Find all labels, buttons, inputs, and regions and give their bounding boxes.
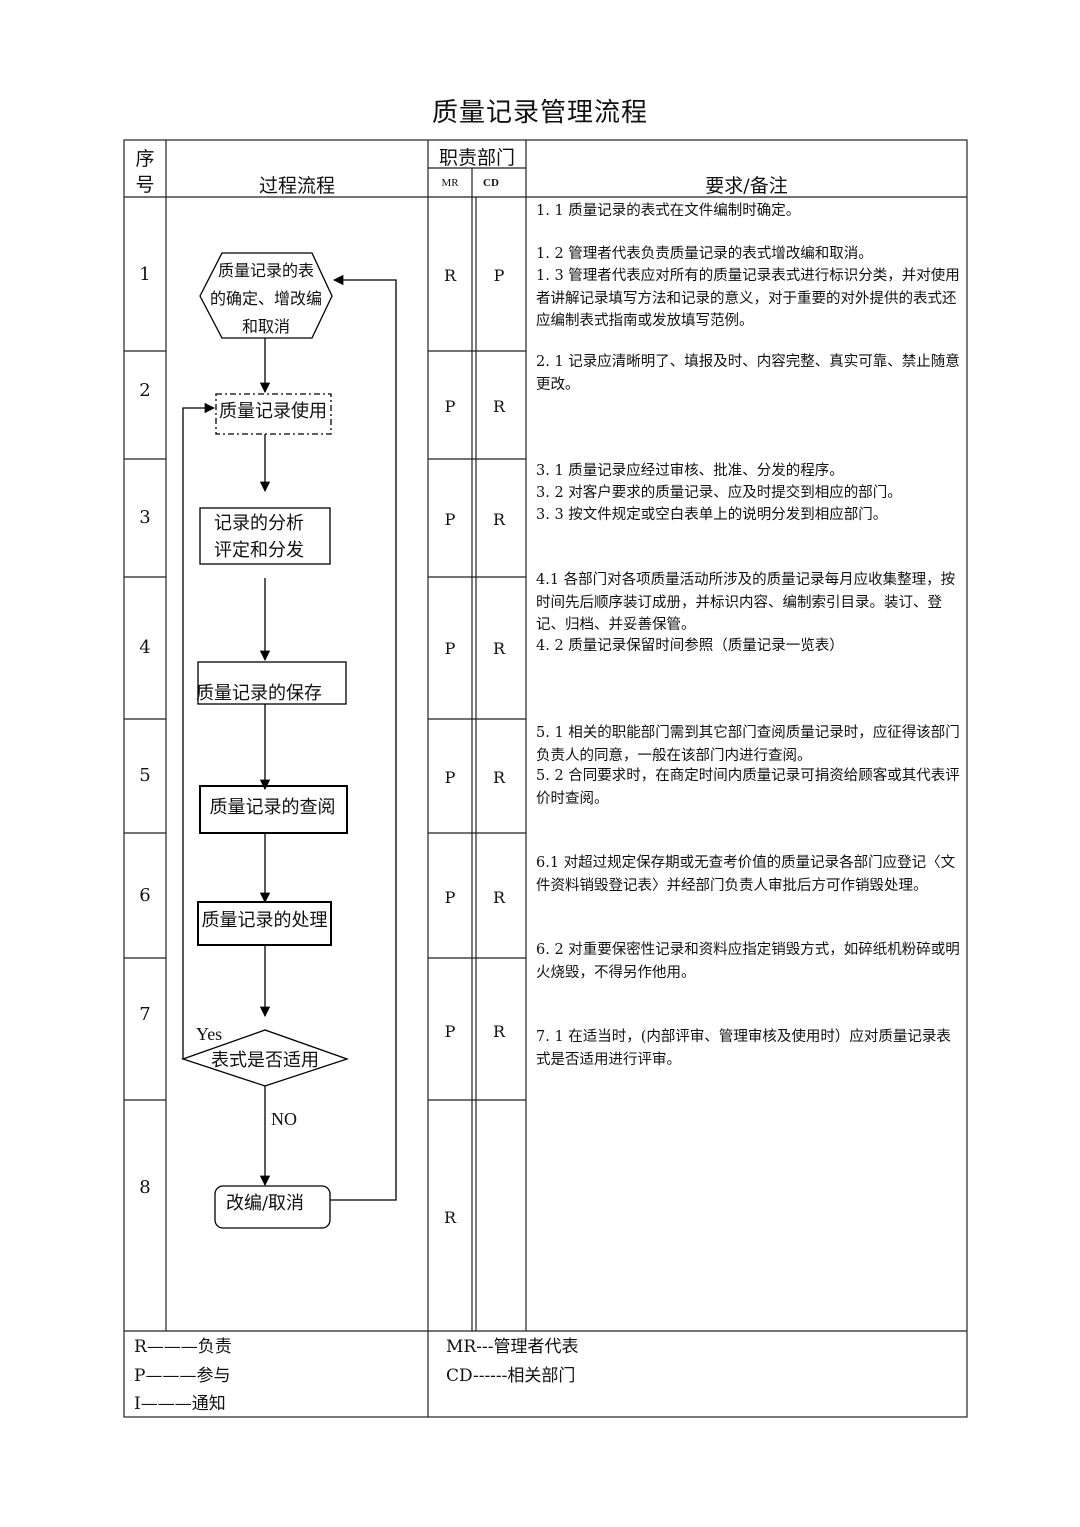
row-3-mr: P xyxy=(444,510,456,529)
row-6-num: 6 xyxy=(139,885,151,906)
note-4-2: 4. 2 质量记录保留时间参照（质量记录一览表） xyxy=(536,638,844,654)
node-1-label: 质量记录的表 的确定、增改编 和取消 xyxy=(200,257,332,341)
node-4-box xyxy=(197,661,347,705)
yes-label: Yes xyxy=(196,1024,223,1044)
row-5-cd: R xyxy=(492,768,506,787)
node-3-line-2: 评定和分发 xyxy=(214,540,304,561)
row-5-mr: P xyxy=(444,768,456,787)
row-1-num: 1 xyxy=(139,264,151,285)
row-8-num: 8 xyxy=(139,1177,151,1198)
note-3-3: 3. 3 按文件规定或空白表单上的说明分发到相应部门。 xyxy=(536,507,888,523)
node-6-box xyxy=(197,901,332,946)
row-2-cd: R xyxy=(492,397,506,416)
legend-left: R———负责 P———参与 I———通知 xyxy=(134,1333,232,1419)
note-6-2: 6. 2 对重要保密性记录和资料应指定销毁方式，如碎纸机粉碎或明火烧毁，不得另作… xyxy=(536,942,960,981)
row-6-mr: P xyxy=(444,888,456,907)
row-5-num: 5 xyxy=(139,765,151,786)
node-7-label: 表式是否适用 xyxy=(211,1050,319,1071)
row-3-cd: R xyxy=(492,510,506,529)
row-7-num: 7 xyxy=(139,1004,151,1025)
header-mr: MR xyxy=(441,177,459,189)
note-1-1: 1. 1 质量记录的表式在文件编制时确定。 xyxy=(536,203,801,219)
header-cd: CD xyxy=(483,177,499,189)
header-seq-bottom: 号 xyxy=(135,174,155,196)
note-1-3: 1. 3 管理者代表应对所有的质量记录表式进行标识分类，并对使用者讲解记录填写方… xyxy=(536,268,960,329)
node-1-line-2: 的确定、增改编 xyxy=(209,289,322,308)
header-seq-top: 序 xyxy=(135,148,155,170)
legend-right: MR---管理者代表 CD------相关部门 xyxy=(446,1333,578,1390)
note-3-2: 3. 2 对客户要求的质量记录、应及时提交到相应的部门。 xyxy=(536,485,902,501)
arrow-yes-loop xyxy=(182,402,216,1059)
node-8-box xyxy=(214,1185,331,1229)
row-1-mr: R xyxy=(443,266,457,285)
node-3-box xyxy=(199,507,331,565)
legend-p: P———参与 xyxy=(134,1365,231,1386)
legend-r: R———负责 xyxy=(134,1337,232,1357)
row-3-num: 3 xyxy=(139,507,151,528)
header-process: 过程流程 xyxy=(258,175,335,197)
row-7-cd: R xyxy=(492,1022,506,1041)
note-3-1: 3. 1 质量记录应经过审核、批准、分发的程序。 xyxy=(536,463,844,479)
legend-mr: MR---管理者代表 xyxy=(446,1337,579,1357)
note-6-1: 6.1 对超过规定保存期或无查考价值的质量记录各部门应登记〈文件资料销毁登记表〉… xyxy=(536,855,956,894)
node-3-line-1: 记录的分析 xyxy=(214,513,304,534)
node-5-box xyxy=(199,785,348,834)
note-7-1: 7. 1 在适当时，(内部评审、管理审核及使用时）应对质量记录表式是否适用进行评… xyxy=(536,1029,951,1068)
node-1-hexagon xyxy=(199,252,333,339)
legend-cd: CD------相关部门 xyxy=(446,1365,576,1386)
node-2-label: 质量记录使用 xyxy=(219,401,327,422)
node-6-label: 质量记录的处理 xyxy=(201,910,328,931)
note-1-2: 1. 2 管理者代表负责质量记录的表式增改编和取消。 xyxy=(536,246,873,262)
arrow-return-loop xyxy=(330,274,397,1201)
row-1-cd: P xyxy=(493,266,505,285)
note-5-1: 5. 1 相关的职能部门需到其它部门查阅质量记录时，应征得该部门负责人的同意，一… xyxy=(536,725,960,764)
row-2-num: 2 xyxy=(139,380,151,401)
header-dept: 职责部门 xyxy=(438,147,515,169)
node-2-box xyxy=(215,393,332,435)
row-2-mr: P xyxy=(444,397,456,416)
node-1-line-1: 质量记录的表 xyxy=(217,261,314,280)
node-8-label: 改编/取消 xyxy=(225,1193,305,1214)
row-8-mr: R xyxy=(443,1208,457,1227)
node-5-label: 质量记录的查阅 xyxy=(209,797,336,818)
row-6-cd: R xyxy=(492,888,506,907)
note-5-2: 5. 2 合同要求时，在商定时间内质量记录可捐资给顾客或其代表评价时查阅。 xyxy=(536,768,960,807)
node-3-label: 记录的分析 评定和分发 xyxy=(200,510,338,564)
node-4-label: 质量记录的保存 xyxy=(196,683,322,704)
note-2-1: 2. 1 记录应清晰明了、填报及时、内容完整、真实可靠、禁止随意更改。 xyxy=(536,354,960,393)
row-4-cd: R xyxy=(492,639,506,658)
page-title: 质量记录管理流程 xyxy=(431,98,648,128)
node-7-diamond xyxy=(180,1029,350,1087)
node-1-line-3: 和取消 xyxy=(241,317,290,336)
row-4-num: 4 xyxy=(139,637,151,658)
note-4-1: 4.1 各部门对各项质量活动所涉及的质量记录每月应收集整理，按时间先后顺序装订成… xyxy=(536,572,956,633)
row-7-mr: P xyxy=(444,1022,456,1041)
row-4-mr: P xyxy=(444,639,456,658)
legend-i: I———通知 xyxy=(134,1394,226,1414)
no-label: NO xyxy=(271,1109,297,1129)
header-notes: 要求/备注 xyxy=(705,175,788,197)
